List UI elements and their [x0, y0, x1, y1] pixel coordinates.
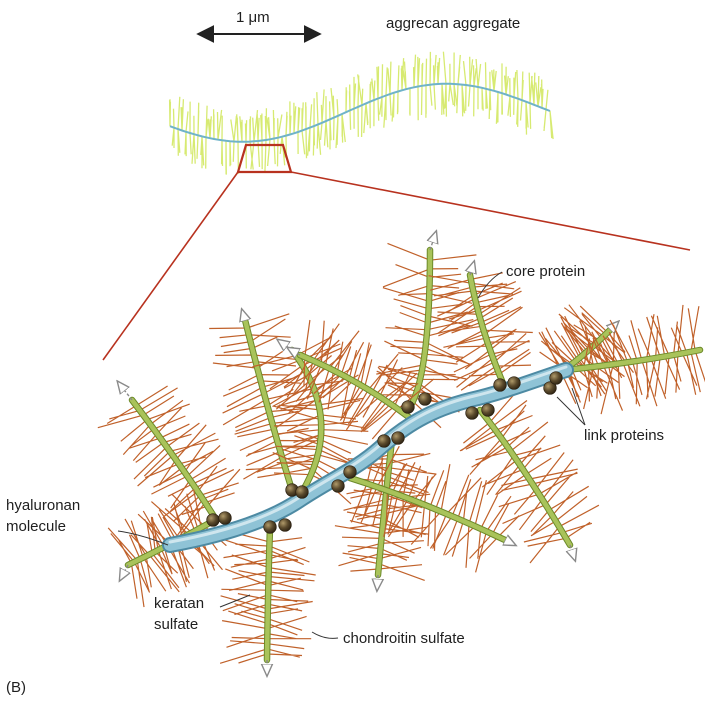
link-protein — [419, 393, 432, 406]
link-protein — [332, 480, 345, 493]
link-protein — [219, 512, 232, 525]
zoom-line-left — [103, 172, 238, 360]
chondroitin-leader — [312, 632, 338, 638]
link-proteins-label: link proteins — [584, 427, 664, 444]
zoom-line-right — [291, 172, 690, 250]
link-protein — [279, 519, 292, 532]
link-protein — [402, 401, 415, 414]
core-protein-label: core protein — [506, 263, 585, 280]
link-protein — [207, 514, 220, 527]
scale-bar-label: 1 μm — [236, 9, 270, 26]
link-proteins-leader-b — [572, 388, 585, 425]
aggregate-fibers — [170, 52, 553, 175]
link-protein — [494, 379, 507, 392]
link-protein — [264, 521, 277, 534]
continuation-arrow — [430, 232, 436, 250]
link-protein — [344, 466, 357, 479]
hyaluronan-label-line1: hyaluronan — [6, 497, 80, 514]
aggregate-title: aggrecan aggregate — [386, 15, 520, 32]
continuation-arrow — [120, 565, 128, 580]
keratan-label-line1: keratan — [154, 595, 204, 612]
continuation-arrow — [377, 575, 378, 590]
link-protein — [482, 404, 495, 417]
aggrecan-aggregate-overview — [170, 52, 553, 175]
link-protein — [392, 432, 405, 445]
hyaluronan-label-line2: molecule — [6, 518, 66, 535]
continuation-arrow — [118, 382, 132, 400]
chondroitin-label: chondroitin sulfate — [343, 630, 465, 647]
core-protein — [132, 400, 215, 518]
link-protein — [296, 486, 309, 499]
link-protein — [550, 372, 563, 385]
proteoglycan-1 — [98, 382, 240, 540]
link-protein — [508, 377, 521, 390]
continuation-arrow — [570, 545, 575, 560]
keratan-label-line2: sulfate — [154, 616, 198, 633]
link-proteins-leader-a — [557, 397, 585, 425]
proteoglycan-8 — [460, 386, 599, 563]
link-protein — [466, 407, 479, 420]
panel-label: (B) — [6, 679, 26, 696]
link-protein — [378, 435, 391, 448]
